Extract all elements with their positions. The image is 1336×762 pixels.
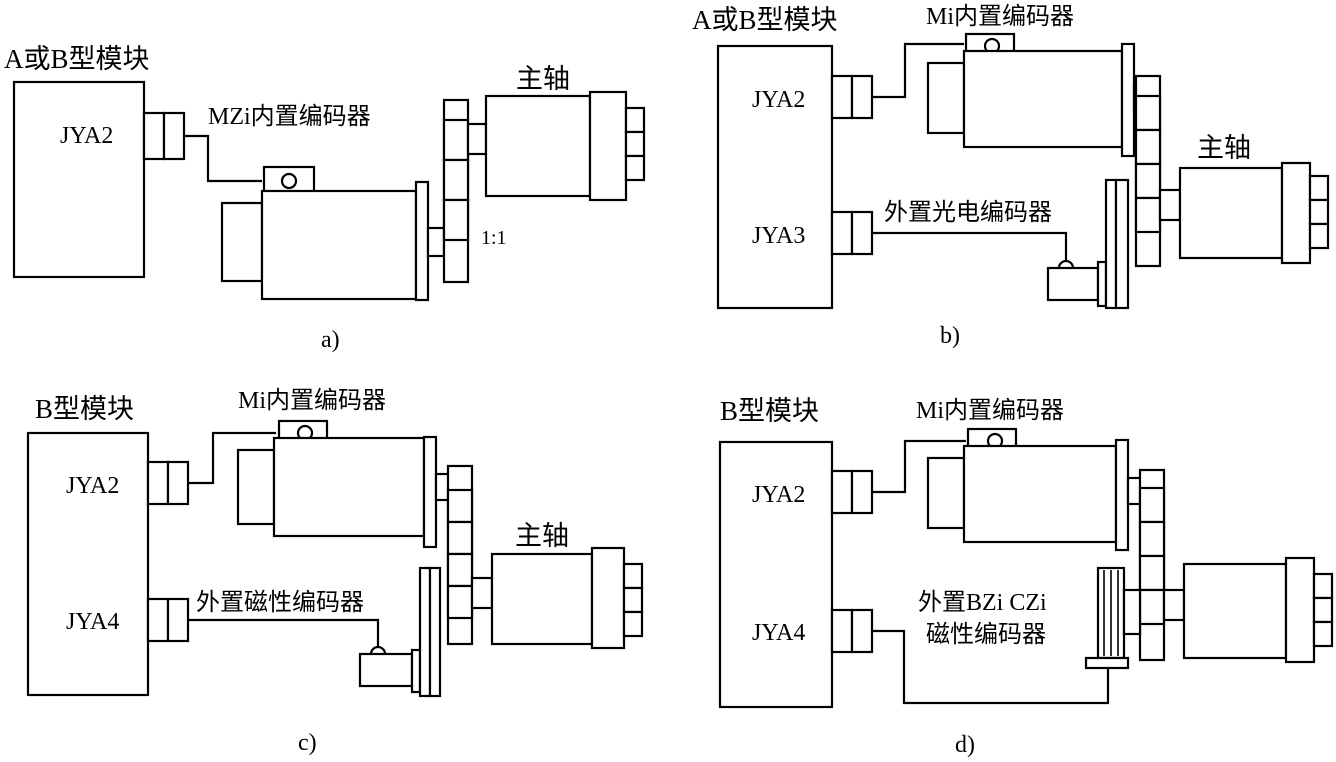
panel-d-encoder-cable xyxy=(872,439,966,494)
panel-b-module-box xyxy=(716,44,834,310)
panel-a-module-label: A或B型模块 xyxy=(4,44,150,74)
panel-c-ext-encoder-icon xyxy=(369,645,387,655)
panel-c-ext-encoder-cable xyxy=(188,618,380,648)
panel-d-ext-magnetic-encoder xyxy=(1084,566,1142,670)
panel-d-ext-encoder-label-line1: 外置BZi CZi xyxy=(918,589,1047,616)
panel-a-port-jya2: JYA2 xyxy=(60,123,113,149)
panel-d-spindle xyxy=(1162,556,1334,664)
panel-c: B型模块 JYA2 JYA4 Mi内置编码器 外置磁性编码 xyxy=(26,387,644,756)
panel-d-port-jya2: JYA2 xyxy=(752,482,805,508)
panel-b-port-jya3: JYA3 xyxy=(752,223,805,249)
panel-b-port-jya2: JYA2 xyxy=(752,87,805,113)
panel-b-connector-jya2 xyxy=(830,74,874,120)
panel-c-caption: c) xyxy=(298,730,317,756)
panel-a-spindle xyxy=(466,90,646,202)
panel-d-module-label: B型模块 xyxy=(720,396,819,426)
panel-a-ratio-label: 1:1 xyxy=(481,227,507,249)
panel-c-spindle xyxy=(470,546,644,650)
panel-d-connector-jya2 xyxy=(830,469,874,515)
panel-b: A或B型模块 JYA2 JYA3 Mi内置编码器 外置光电 xyxy=(692,3,1330,349)
panel-b-servo-motor xyxy=(926,32,1152,158)
panel-d-ext-encoder-label-line2: 磁性编码器 xyxy=(926,621,1046,648)
panel-c-module-label: B型模块 xyxy=(35,394,134,424)
panel-c-encoder-label: Mi内置编码器 xyxy=(238,387,386,414)
panel-b-ext-encoder xyxy=(1046,178,1130,310)
panel-b-ext-encoder-label: 外置光电编码器 xyxy=(884,199,1052,226)
panel-b-gear-train xyxy=(1134,74,1162,268)
panel-d-port-jya4: JYA4 xyxy=(752,620,805,646)
panel-c-spindle-label: 主轴 xyxy=(515,521,569,551)
panel-a-encoder-cable xyxy=(184,134,262,183)
panel-b-encoder-cable xyxy=(872,42,964,99)
panel-c-encoder-cable xyxy=(188,431,276,485)
panel-c-module-box xyxy=(26,431,150,697)
panel-b-connector-jya3 xyxy=(830,210,874,256)
panel-c-connector-jya2 xyxy=(146,460,190,506)
panel-b-spindle-label: 主轴 xyxy=(1197,133,1251,163)
panel-c-servo-motor xyxy=(236,419,454,549)
panel-c-ext-encoder xyxy=(358,566,442,698)
panel-c-port-jya4: JYA4 xyxy=(66,609,119,635)
panel-a-caption: a) xyxy=(321,327,340,353)
panel-d-gear-train xyxy=(1138,468,1166,662)
panel-a-spindle-label: 主轴 xyxy=(516,64,570,94)
panel-a: A或B型模块 JYA2 MZi内置编码器 1:1 xyxy=(4,44,646,353)
panel-d: B型模块 JYA2 JYA4 Mi内置编码器 xyxy=(718,396,1334,758)
panel-b-module-label: A或B型模块 xyxy=(692,5,838,35)
panel-d-encoder-label: Mi内置编码器 xyxy=(916,397,1064,424)
panel-a-encoder-label: MZi内置编码器 xyxy=(208,103,371,130)
panel-b-ext-encoder-icon xyxy=(1057,259,1075,269)
panel-c-gear-train xyxy=(446,464,474,646)
panel-b-encoder-label: Mi内置编码器 xyxy=(926,3,1074,30)
panel-d-connector-jya4 xyxy=(830,608,874,654)
panel-d-caption: d) xyxy=(955,732,975,758)
panel-c-connector-jya4 xyxy=(146,597,190,643)
panel-a-servo-motor xyxy=(220,165,446,302)
panel-a-gear-train xyxy=(442,98,470,284)
panel-b-spindle xyxy=(1158,161,1330,265)
panel-a-encoder-icon xyxy=(280,172,298,190)
panel-d-ext-encoder-cable xyxy=(872,629,1110,705)
panel-c-port-jya2: JYA2 xyxy=(66,473,119,499)
panel-a-module-box xyxy=(12,80,146,279)
panel-d-servo-motor xyxy=(926,427,1144,552)
panel-b-caption: b) xyxy=(940,323,960,349)
panel-a-connector-jya2 xyxy=(142,111,186,161)
panel-d-module-box xyxy=(718,440,834,709)
panel-c-ext-encoder-label: 外置磁性编码器 xyxy=(196,589,364,616)
panel-b-ext-encoder-cable xyxy=(872,231,1068,262)
